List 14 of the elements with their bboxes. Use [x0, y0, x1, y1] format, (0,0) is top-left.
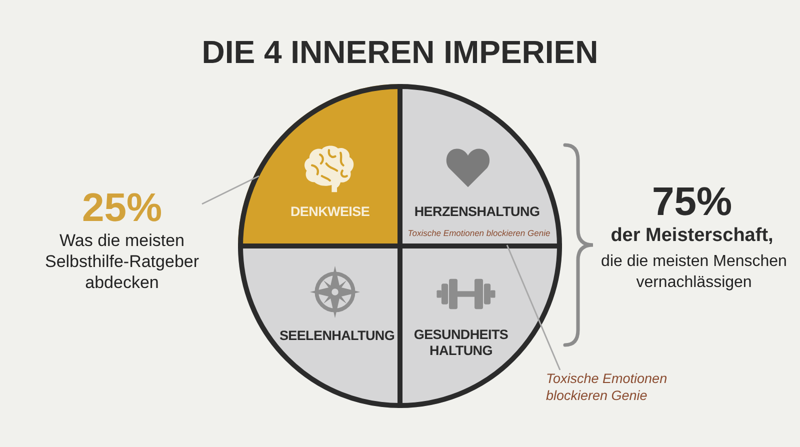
percentage-figure: 75%	[652, 180, 732, 224]
annotation-text: Toxische Emotionen blockieren Genie	[546, 370, 668, 404]
segment-label: GESUNDHEITS HALTUNG	[414, 327, 508, 359]
title: DIE 4 INNEREN IMPERIEN	[202, 34, 598, 70]
description-text: Was die meisten Selbsthilfe-Ratgeber abdecken	[44, 230, 200, 293]
segment-label: DENKWEISE	[290, 204, 370, 220]
percentage-figure: 25%	[82, 186, 162, 230]
segment-label: SEELENHALTUNG	[279, 328, 395, 344]
description-text: die die meisten Menschen vernachlässigen	[600, 252, 788, 293]
subheading-text: der Meisterschaft,	[610, 225, 774, 247]
annotation-text: Toxische Emotionen blockieren Genie	[408, 228, 550, 238]
leader-line	[506, 244, 561, 370]
leader-line	[202, 175, 260, 205]
segment-label: HERZENSHALTUNG	[414, 204, 540, 220]
